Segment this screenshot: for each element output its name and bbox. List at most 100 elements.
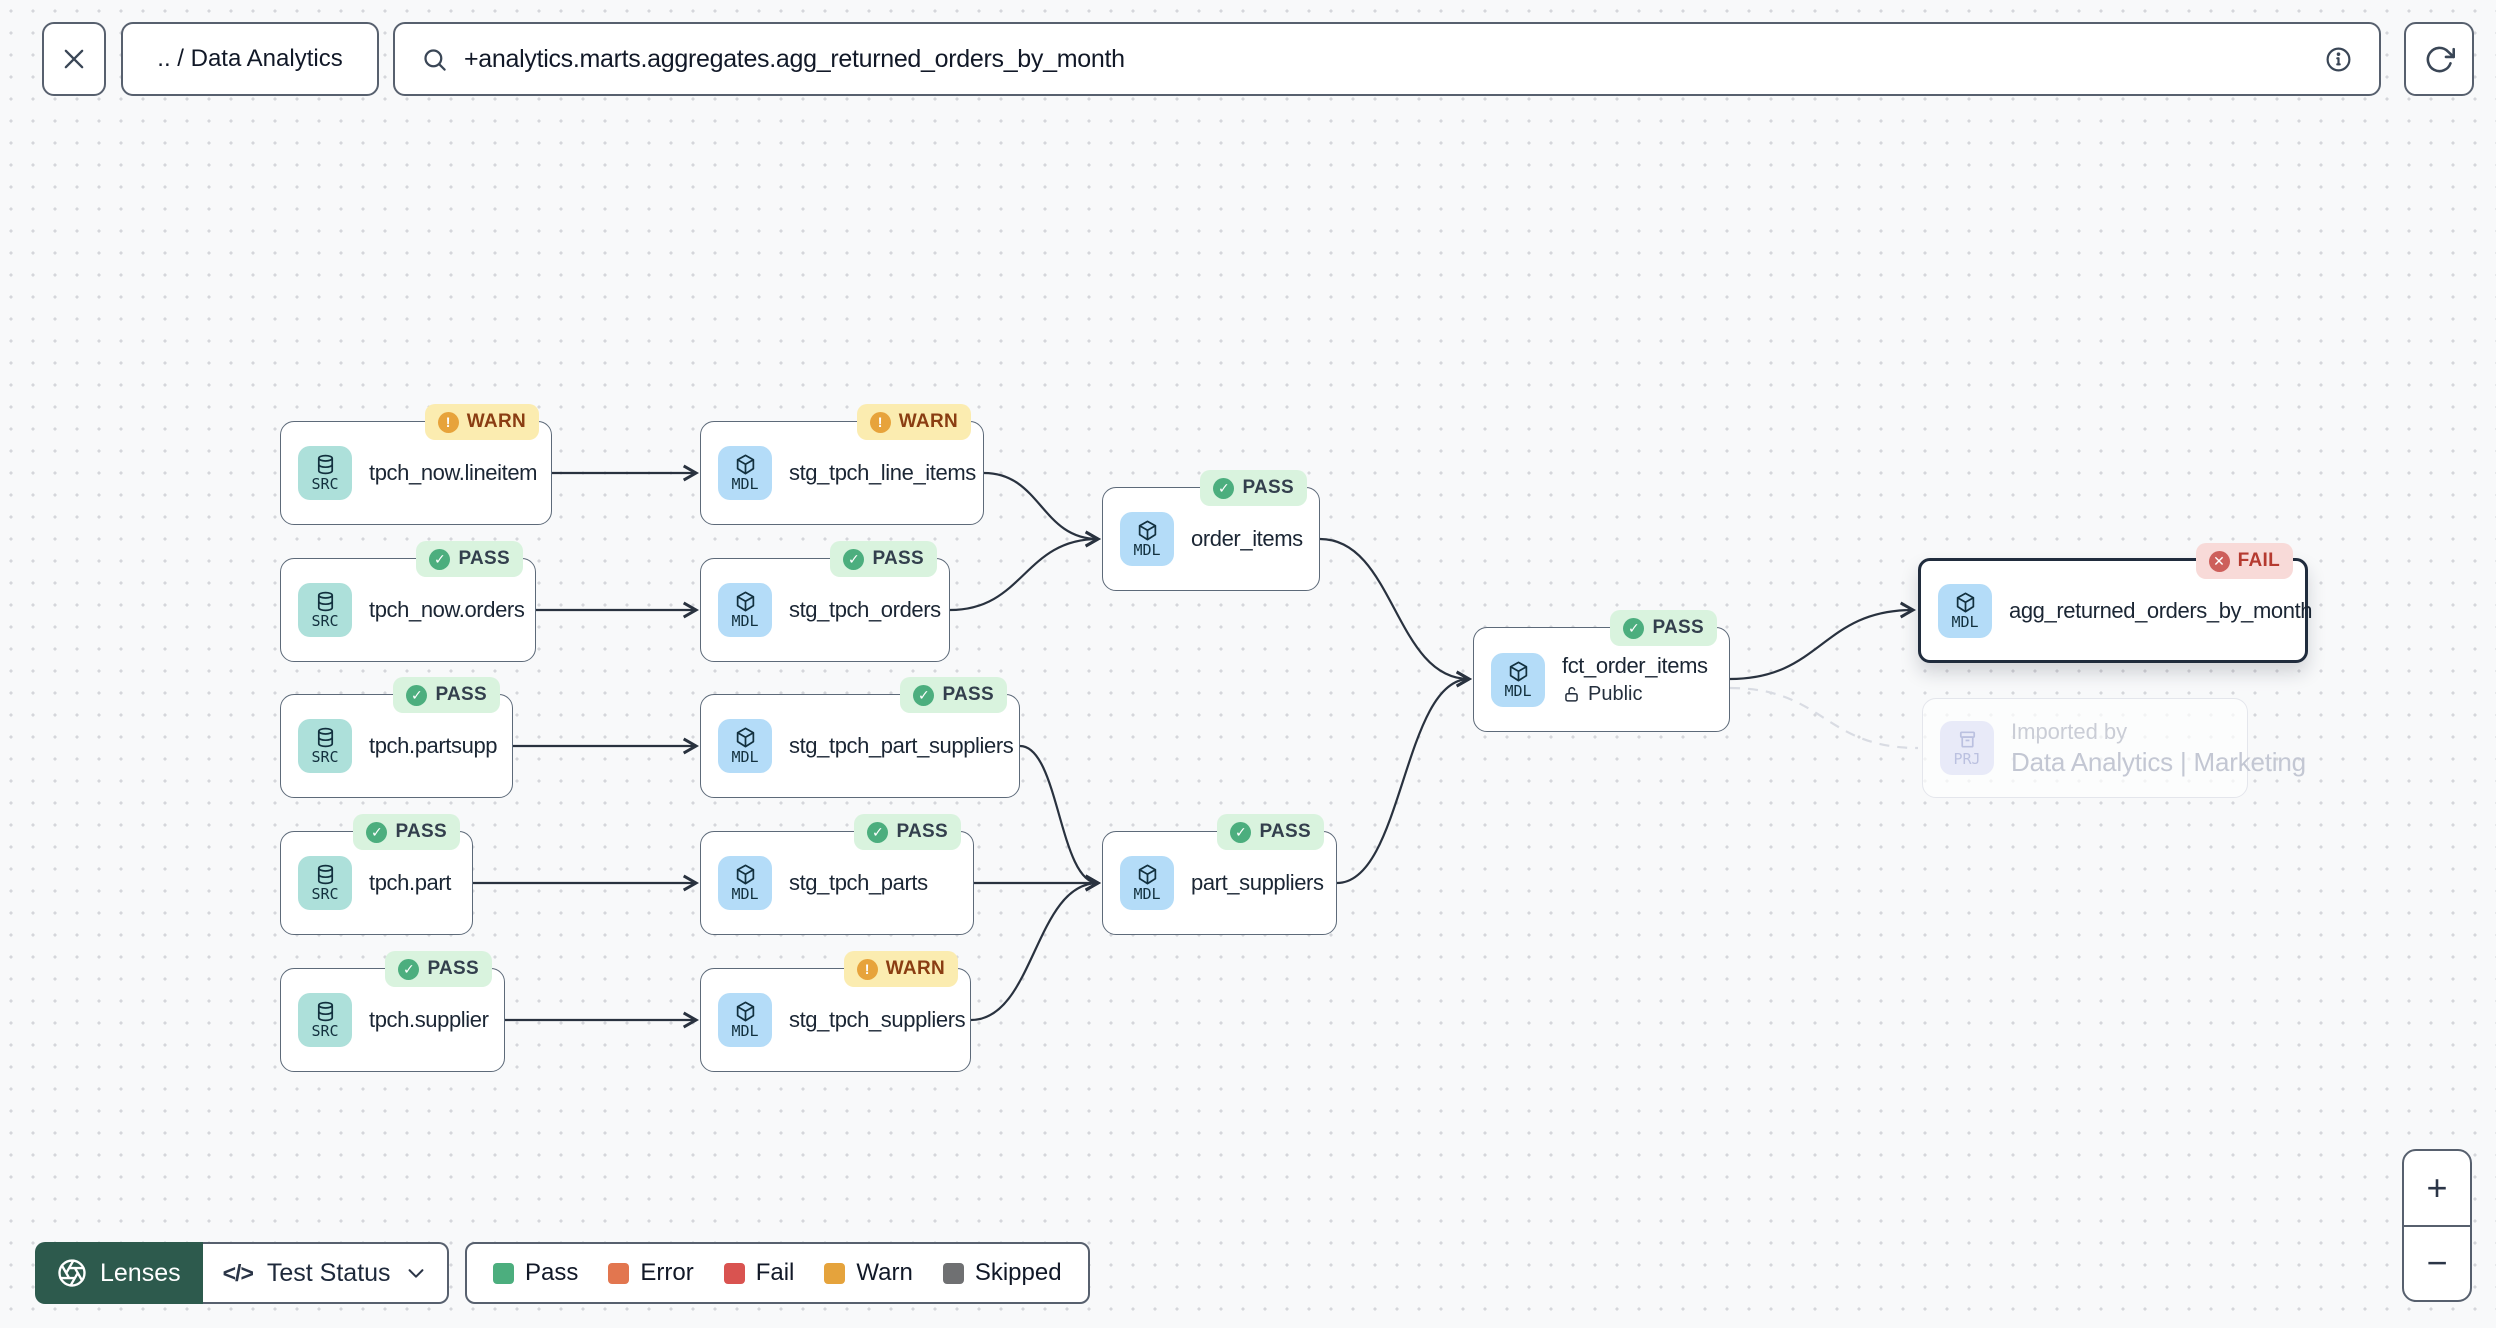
status-label: WARN	[885, 958, 945, 979]
dag-node-stg_tpch_line_items[interactable]: MDL stg_tpch_line_items ! WARN	[700, 404, 984, 525]
node-label: tpch.supplier	[369, 1007, 489, 1032]
node-kind-label: MDL	[1133, 541, 1161, 560]
status-badge: ! WARN	[843, 951, 958, 987]
node-kind-chip: PRJ	[1940, 721, 1994, 775]
node-kind-label: MDL	[1133, 885, 1161, 904]
node-kind-icon	[734, 1000, 757, 1023]
status-label: WARN	[466, 411, 526, 432]
refresh-button[interactable]	[2404, 22, 2474, 96]
status-icon: !	[437, 411, 459, 433]
dag-node-tpch_supplier[interactable]: SRC tpch.supplier ✓ PASS	[280, 951, 505, 1072]
node-kind-chip: MDL	[718, 446, 772, 500]
node-label: fct_order_items	[1562, 653, 1708, 678]
node-label: stg_tpch_suppliers	[789, 1007, 966, 1032]
node-label: order_items	[1191, 526, 1303, 551]
dag-node-tpch_now_orders[interactable]: SRC tpch_now.orders ✓ PASS	[280, 541, 536, 662]
node-label: stg_tpch_part_suppliers	[789, 733, 1014, 758]
dag-node-tpch_part[interactable]: SRC tpch.part ✓ PASS	[280, 814, 473, 935]
status-icon: ✓	[398, 958, 420, 980]
node-kind-chip: SRC	[298, 993, 352, 1047]
legend-item-skipped: Skipped	[942, 1259, 1062, 1287]
node-subtitle: Imported by	[2011, 718, 2128, 744]
status-label: PASS	[1259, 821, 1311, 842]
legend-item-fail: Fail	[723, 1259, 794, 1287]
dag-node-stg_tpch_orders[interactable]: MDL stg_tpch_orders ✓ PASS	[700, 541, 950, 662]
close-button[interactable]	[42, 22, 106, 96]
status-badge: ✓ PASS	[830, 541, 937, 577]
node-kind-chip: SRC	[298, 583, 352, 637]
status-label: PASS	[896, 821, 948, 842]
access-label: Public	[1588, 683, 1643, 705]
zoom-controls: + −	[2402, 1149, 2472, 1302]
node-label: tpch_now.orders	[369, 597, 525, 622]
dag-node-imported_by_marketing: PRJ Imported by Data Analytics | Marketi…	[1922, 698, 2306, 798]
node-kind-chip: SRC	[298, 856, 352, 910]
close-icon	[64, 49, 84, 69]
status-icon: !	[869, 411, 891, 433]
status-badge: ✓ PASS	[1610, 610, 1717, 646]
lens-selector-dropdown[interactable]: </> Test Status	[202, 1242, 449, 1304]
status-badge: ✓ PASS	[1217, 814, 1324, 850]
dag-node-stg_tpch_parts[interactable]: MDL stg_tpch_parts ✓ PASS	[700, 814, 974, 935]
node-kind-label: SRC	[311, 1022, 339, 1041]
status-icon: ✓	[406, 684, 428, 706]
dag-node-part_suppliers[interactable]: MDL part_suppliers ✓ PASS	[1102, 814, 1337, 935]
status-icon: ✕	[2208, 550, 2230, 572]
legend-item-warn: Warn	[824, 1259, 913, 1287]
node-kind-icon	[314, 726, 337, 749]
status-badge: ! WARN	[424, 404, 539, 440]
node-kind-chip: MDL	[1120, 512, 1174, 566]
lenses-button[interactable]: Lenses	[35, 1242, 203, 1304]
status-icon: ✓	[429, 548, 451, 570]
search-bar[interactable]	[393, 22, 2381, 96]
node-kind-label: MDL	[731, 612, 759, 631]
dag-node-agg_returned_orders_by_month[interactable]: MDL agg_returned_orders_by_month ✕ FAIL	[1918, 543, 2313, 663]
status-badge: ✓ PASS	[393, 677, 500, 713]
node-access-sublabel: Public	[1562, 683, 1708, 706]
node-label: tpch.partsupp	[369, 733, 498, 758]
status-badge: ✓ PASS	[854, 814, 961, 850]
dag-node-tpch_partsupp[interactable]: SRC tpch.partsupp ✓ PASS	[280, 677, 513, 798]
node-kind-icon	[1954, 591, 1977, 614]
node-label: part_suppliers	[1191, 870, 1324, 895]
legend-swatch	[493, 1262, 514, 1284]
dag-node-fct_order_items[interactable]: MDL fct_order_items Public ✓ PASS	[1473, 610, 1730, 732]
node-kind-icon	[734, 863, 757, 886]
node-kind-icon	[314, 1000, 337, 1023]
node-kind-icon	[734, 590, 757, 613]
status-icon: ✓	[1230, 821, 1252, 843]
status-label: WARN	[898, 411, 958, 432]
status-badge: ✓ PASS	[353, 814, 460, 850]
node-kind-label: MDL	[731, 885, 759, 904]
node-kind-label: SRC	[311, 612, 339, 631]
status-badge: ! WARN	[856, 404, 971, 440]
node-kind-chip: MDL	[718, 719, 772, 773]
breadcrumb[interactable]: .. / Data Analytics	[121, 22, 379, 96]
node-kind-label: MDL	[731, 475, 759, 494]
node-kind-icon	[1507, 660, 1530, 683]
node-kind-label: MDL	[731, 1022, 759, 1041]
status-label: PASS	[942, 684, 994, 705]
zoom-in-button[interactable]: +	[2404, 1151, 2470, 1225]
dag-node-tpch_now_lineitem[interactable]: SRC tpch_now.lineitem ! WARN	[280, 404, 552, 525]
search-input[interactable]	[464, 44, 2308, 74]
node-kind-label: MDL	[1951, 612, 1979, 631]
legend-label: Pass	[525, 1259, 579, 1286]
node-kind-label: PRJ	[1953, 750, 1981, 769]
search-icon	[424, 48, 446, 71]
zoom-out-button[interactable]: −	[2404, 1224, 2470, 1301]
dag-node-order_items[interactable]: MDL order_items ✓ PASS	[1102, 470, 1320, 591]
node-kind-chip: MDL	[718, 993, 772, 1047]
node-kind-chip: MDL	[1938, 583, 1992, 638]
open-lock-icon	[1565, 686, 1578, 702]
lens-selected-label: Test Status	[266, 1258, 391, 1287]
dag-node-stg_tpch_part_suppliers[interactable]: MDL stg_tpch_part_suppliers ✓ PASS	[700, 677, 1020, 798]
status-label: FAIL	[2237, 550, 2280, 571]
lens-control-group: Lenses </> Test Status	[35, 1242, 449, 1304]
dag-node-stg_tpch_suppliers[interactable]: MDL stg_tpch_suppliers ! WARN	[700, 951, 971, 1072]
node-label: agg_returned_orders_by_month	[2009, 597, 2313, 623]
info-icon[interactable]	[2324, 45, 2353, 74]
node-kind-chip: SRC	[298, 446, 352, 500]
legend-item-error: Error	[608, 1259, 694, 1287]
